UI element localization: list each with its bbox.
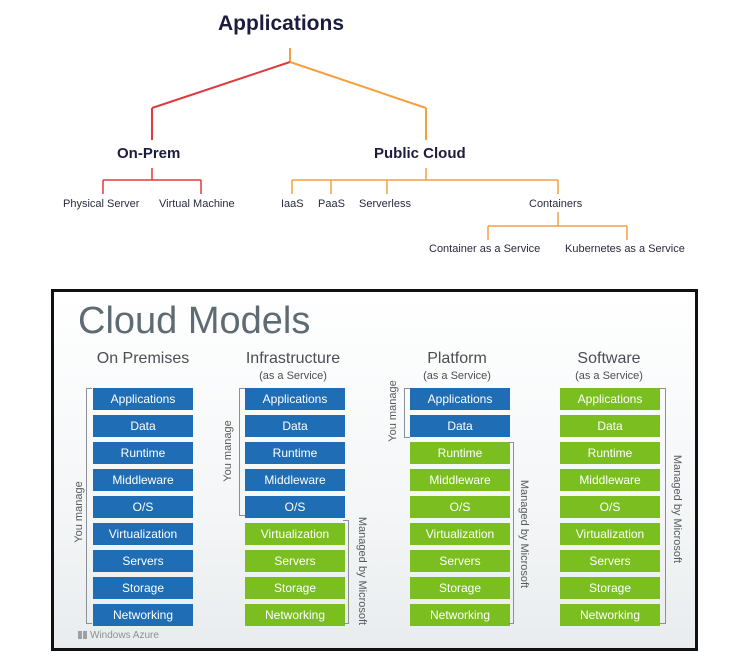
windows-azure-logo: Windows Azure xyxy=(78,630,159,641)
bracket-iaas-you-manage xyxy=(239,388,245,516)
layer-box: Servers xyxy=(93,550,193,572)
column-subtitle-software: (as a Service) xyxy=(575,370,643,382)
cloud-models-title: Cloud Models xyxy=(78,300,311,342)
layer-box: Runtime xyxy=(410,442,510,464)
layer-box: Applications xyxy=(410,388,510,410)
bracket-paas-managed xyxy=(508,442,514,624)
layer-box: Servers xyxy=(410,550,510,572)
root-to-public xyxy=(289,61,427,109)
column-title-software: Software xyxy=(577,350,641,367)
tree-node-public-cloud: Public Cloud xyxy=(374,145,466,162)
tree-leaf-serverless: Serverless xyxy=(359,198,411,210)
layer-box: O/S xyxy=(93,496,193,518)
layer-box: Middleware xyxy=(560,469,660,491)
bracket-on-prem-you-manage xyxy=(86,388,92,624)
layer-box: Virtualization xyxy=(560,523,660,545)
root-to-onprem xyxy=(151,61,291,109)
label-saas-managed: Managed by Microsoft xyxy=(671,454,683,564)
label-paas-managed: Managed by Microsoft xyxy=(518,479,530,589)
layer-box: Networking xyxy=(560,604,660,626)
layer-box: Networking xyxy=(245,604,345,626)
tree-leaf-paas: PaaS xyxy=(318,198,345,210)
layer-box: Runtime xyxy=(245,442,345,464)
layer-box: Middleware xyxy=(410,469,510,491)
layer-box: Applications xyxy=(93,388,193,410)
layer-box: Networking xyxy=(93,604,193,626)
tree-connectors xyxy=(102,48,628,240)
layer-box: Storage xyxy=(93,577,193,599)
tree-leaf-iaas: IaaS xyxy=(281,198,304,210)
layer-box: Storage xyxy=(410,577,510,599)
label-iaas-you-manage: You manage xyxy=(222,420,234,482)
tree-leaf-physical-server: Physical Server xyxy=(63,198,140,210)
layer-box: Middleware xyxy=(93,469,193,491)
column-title-infrastructure: Infrastructure xyxy=(245,350,341,367)
label-on-prem-you-manage: You manage xyxy=(73,481,85,543)
layer-box: Runtime xyxy=(560,442,660,464)
tree-leaf-virtual-machine: Virtual Machine xyxy=(159,198,235,210)
tree-leaf-container-as-a-service: Container as a Service xyxy=(429,243,541,255)
layer-box: Virtualization xyxy=(245,523,345,545)
layer-box: Data xyxy=(410,415,510,437)
bracket-iaas-managed xyxy=(343,520,349,624)
layer-box: Data xyxy=(93,415,193,437)
tree-leaf-containers: Containers xyxy=(529,198,583,210)
layer-box: Storage xyxy=(560,577,660,599)
label-iaas-managed: Managed by Microsoft xyxy=(356,516,368,626)
column-subtitle-platform: (as a Service) xyxy=(423,370,491,382)
column-title-on-premises: On Premises xyxy=(96,350,190,367)
bracket-saas-managed xyxy=(660,388,666,624)
windows-flag-icon xyxy=(78,631,87,640)
layer-box: Applications xyxy=(245,388,345,410)
label-paas-you-manage: You manage xyxy=(387,380,399,442)
layer-box: Servers xyxy=(245,550,345,572)
layer-box: Virtualization xyxy=(93,523,193,545)
tree-root-title: Applications xyxy=(218,12,345,35)
layer-box: Applications xyxy=(560,388,660,410)
column-title-platform: Platform xyxy=(427,350,487,367)
windows-azure-text: Windows Azure xyxy=(90,630,159,641)
bracket-paas-you-manage xyxy=(404,388,410,438)
layer-box: Runtime xyxy=(93,442,193,464)
layer-box: Data xyxy=(245,415,345,437)
layer-box: Middleware xyxy=(245,469,345,491)
tree-leaf-kubernetes-as-a-service: Kubernetes as a Service xyxy=(565,243,685,255)
layer-box: Virtualization xyxy=(410,523,510,545)
layer-box: Data xyxy=(560,415,660,437)
layer-box: Storage xyxy=(245,577,345,599)
layer-box: Networking xyxy=(410,604,510,626)
layer-box: O/S xyxy=(410,496,510,518)
layer-box: O/S xyxy=(245,496,345,518)
column-subtitle-infrastructure: (as a Service) xyxy=(259,370,327,382)
tree-node-on-prem: On-Prem xyxy=(117,145,181,162)
layer-box: Servers xyxy=(560,550,660,572)
layer-box: O/S xyxy=(560,496,660,518)
